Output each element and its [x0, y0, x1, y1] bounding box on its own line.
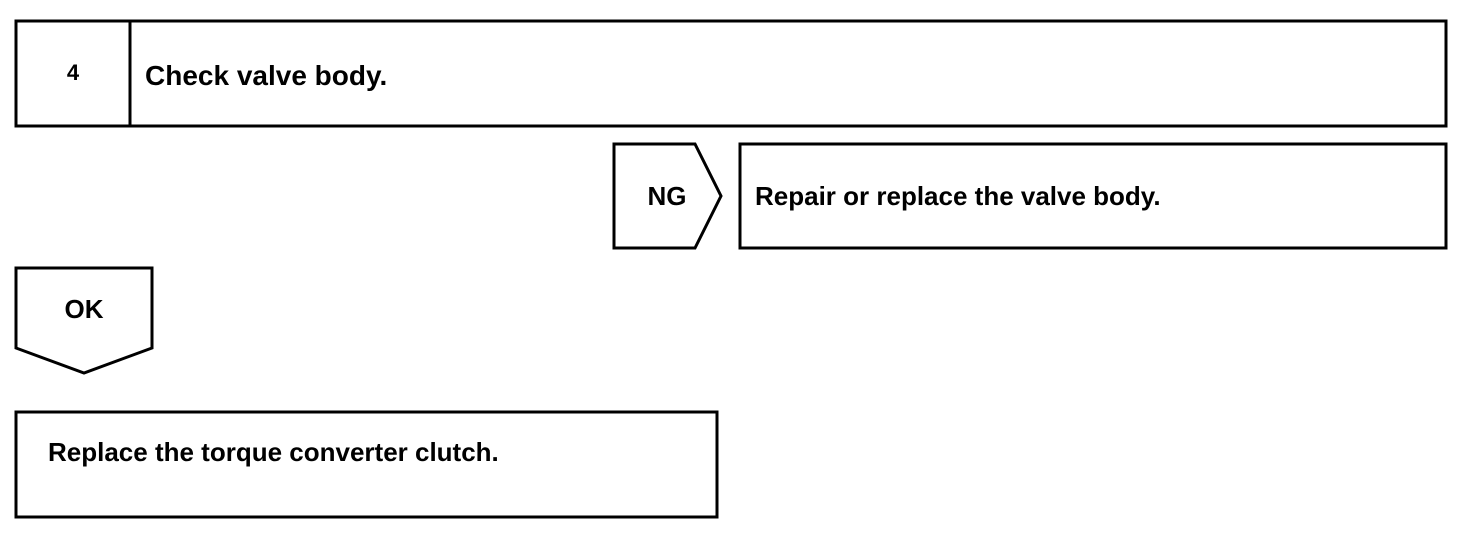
ng-action-box — [738, 142, 1448, 250]
ok-arrow-tag — [14, 266, 154, 375]
ok-label: OK — [64, 294, 104, 324]
step-title: Check valve body. — [145, 60, 388, 91]
step-header-box — [14, 19, 1448, 128]
ng-arrow-tag — [612, 142, 723, 250]
ng-action-text: Repair or replace the valve body. — [755, 181, 1161, 211]
ng-label: NG — [647, 181, 687, 211]
step-number: 4 — [66, 60, 80, 85]
ok-action-box — [14, 410, 719, 519]
ok-action-text: Replace the torque converter clutch. — [48, 437, 499, 467]
